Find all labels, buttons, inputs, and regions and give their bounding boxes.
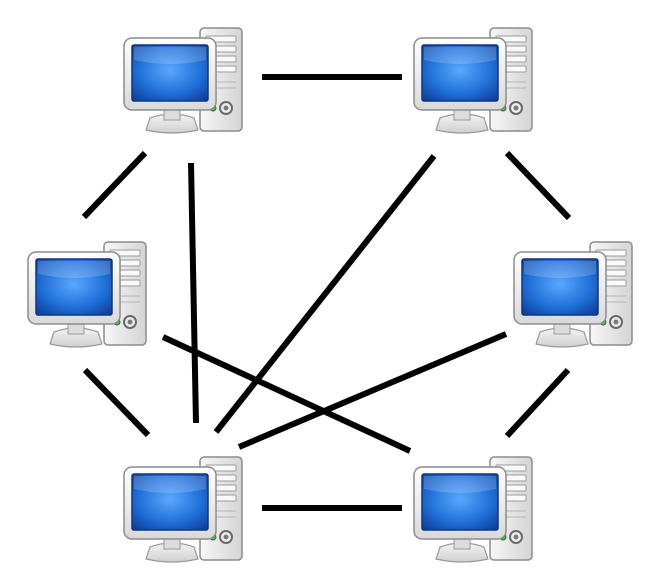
link-top-left-to-middle-left bbox=[81, 150, 148, 220]
computer-icon-top-right bbox=[413, 27, 533, 134]
link-top-right-to-bottom-left bbox=[213, 154, 437, 434]
link-middle-left-to-bottom-left bbox=[82, 367, 151, 438]
link-top-left-to-bottom-left bbox=[188, 162, 199, 424]
link-top-right-to-middle-right bbox=[504, 150, 572, 221]
network-links bbox=[81, 74, 572, 511]
computer-icon-middle-right bbox=[513, 241, 633, 348]
link-middle-left-to-bottom-right bbox=[161, 334, 412, 454]
link-middle-right-to-bottom-left bbox=[237, 331, 508, 450]
computer-icon-top-left bbox=[123, 27, 243, 134]
computer-icon-bottom-right bbox=[413, 456, 533, 563]
computer-icon-middle-left bbox=[27, 241, 147, 348]
computer-icon-bottom-left bbox=[123, 456, 243, 563]
network-nodes bbox=[27, 27, 633, 563]
link-middle-right-to-bottom-right bbox=[504, 367, 571, 439]
